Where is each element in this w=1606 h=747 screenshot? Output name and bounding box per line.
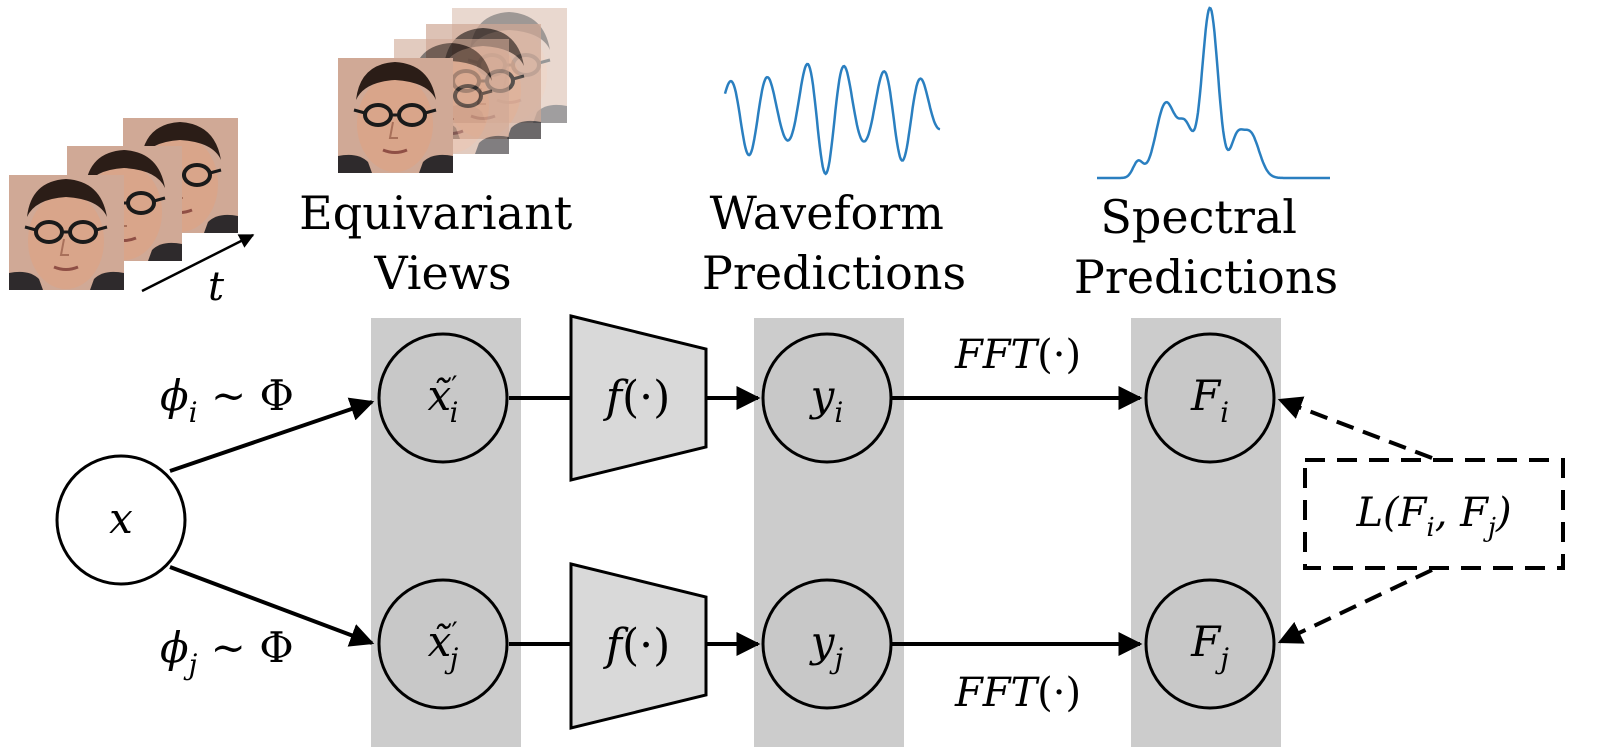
encoder-label-bottom: f(·) (603, 620, 671, 671)
edge-loss-to-Fj (1277, 568, 1433, 644)
spectral-heading-line2: Predictions (1074, 250, 1338, 304)
waveform-plot-icon (723, 62, 941, 176)
time-arrow (141, 233, 255, 293)
equivariant-heading: Equivariant Views (299, 186, 587, 300)
node-Fi (1144, 332, 1276, 464)
node-Fi-label: Fi (1190, 371, 1229, 429)
equivariant-heading-line2: Views (373, 246, 511, 300)
fft-label-bottom: FFT(·) (954, 670, 1081, 716)
fft-label-top: FFT(·) (954, 332, 1081, 378)
phi-j-label: ϕj ~ Φ (160, 623, 294, 681)
equivariant-heading-line1: Equivariant (299, 186, 573, 240)
node-x (55, 454, 187, 586)
spectral-heading: Spectral Predictions (1074, 190, 1338, 304)
node-Fj-label: Fj (1190, 617, 1229, 675)
node-Fj (1144, 578, 1276, 710)
edge-x-to-xi (169, 397, 375, 473)
node-xj-label: x̃′j (428, 616, 459, 675)
encoder-label-top: f(·) (603, 372, 671, 423)
node-yi-label: yi (809, 371, 844, 429)
waveform-heading: Waveform Predictions (702, 186, 966, 300)
node-xi (377, 332, 509, 464)
spectrum-plot-icon (1097, 6, 1330, 180)
time-label: t (208, 264, 225, 310)
node-xj (377, 578, 509, 710)
loss-label: L(Fi, Fj) (1355, 490, 1511, 543)
encoder-block-top (569, 314, 708, 482)
encoder-block-bottom (569, 562, 708, 730)
edge-loss-to-Fi (1277, 396, 1433, 460)
node-yj (761, 578, 893, 710)
node-x-label: x (109, 494, 133, 543)
spectral-heading-line1: Spectral (1100, 190, 1297, 244)
waveform-heading-line2: Predictions (702, 246, 966, 300)
phi-i-label: ϕi ~ Φ (160, 371, 294, 429)
node-yi (761, 332, 893, 464)
node-xi-label: x̃′i (427, 370, 458, 429)
face-photo-stack-icon (7, 116, 240, 292)
edge-x-to-xj (169, 565, 375, 647)
waveform-heading-line1: Waveform (710, 186, 944, 240)
loss-box (1303, 458, 1565, 570)
equivariant-face-views-icon (336, 6, 569, 175)
